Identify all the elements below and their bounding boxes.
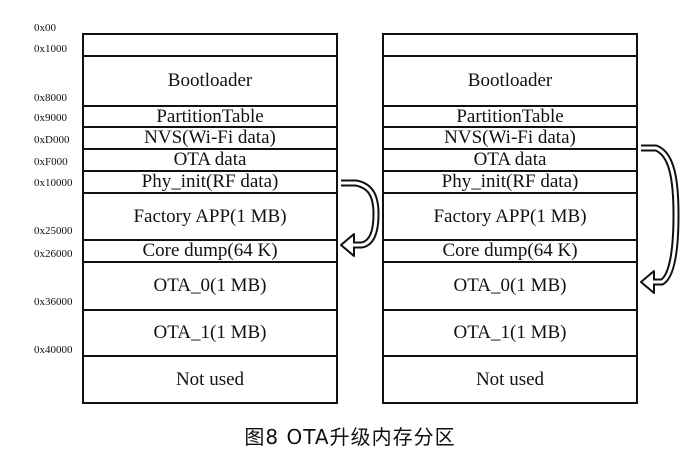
partition-table-right: Bootloader PartitionTable NVS(Wi-Fi data…	[382, 33, 638, 404]
address-label: 0xD000	[34, 134, 70, 146]
partition-not-used: Not used	[475, 368, 545, 390]
address-label: 0x26000	[34, 248, 73, 260]
partition-bootloader: Bootloader	[384, 57, 636, 107]
partition-ota-0: OTA_0(1 MB)	[384, 263, 636, 311]
address-label: 0x8000	[34, 92, 67, 104]
figure-caption: 图8 OTA升级内存分区	[244, 425, 456, 449]
address-label: 0x9000	[34, 112, 67, 124]
partition-factory-app: Factory APP(1 MB)	[384, 194, 636, 241]
partition-phy-init: Phy_init(RF data)	[384, 171, 636, 194]
partition-ota-1: OTA_1(1 MB)	[84, 311, 336, 357]
partition-partition-table: PartitionTable	[384, 106, 636, 128]
partition-ota-data: OTA data	[384, 149, 636, 172]
partition-table-left: Bootloader PartitionTable NVS(Wi-Fi data…	[82, 33, 338, 404]
partition-ota-data: OTA data	[84, 149, 336, 172]
partition-nvs: NVS(Wi-Fi data)	[84, 127, 336, 150]
partition-reserved	[384, 35, 636, 57]
partition-bootloader: Bootloader	[84, 57, 336, 107]
address-label: 0x1000	[34, 43, 67, 55]
partition-reserved	[84, 35, 336, 57]
address-label: 0x10000	[34, 177, 73, 189]
partition-partition-table: PartitionTable	[84, 106, 336, 128]
partition-core-dump: Core dump(64 K)	[384, 240, 636, 263]
address-label: 0x00	[34, 22, 56, 34]
partition-core-dump: Core dump(64 K)	[84, 240, 336, 263]
partition-nvs: NVS(Wi-Fi data)	[384, 127, 636, 150]
partition-phy-init: Phy_init(RF data)	[84, 171, 336, 194]
address-label: 0x40000	[34, 344, 73, 356]
address-label: 0x36000	[34, 296, 73, 308]
partition-factory-app: Factory APP(1 MB)	[84, 194, 336, 241]
address-label: 0xF000	[34, 156, 68, 168]
partition-ota-0: OTA_0(1 MB)	[84, 263, 336, 311]
partition-ota-1: OTA_1(1 MB)	[384, 311, 636, 357]
partition-not-used: Not used	[175, 368, 245, 390]
address-label: 0x25000	[34, 225, 73, 237]
